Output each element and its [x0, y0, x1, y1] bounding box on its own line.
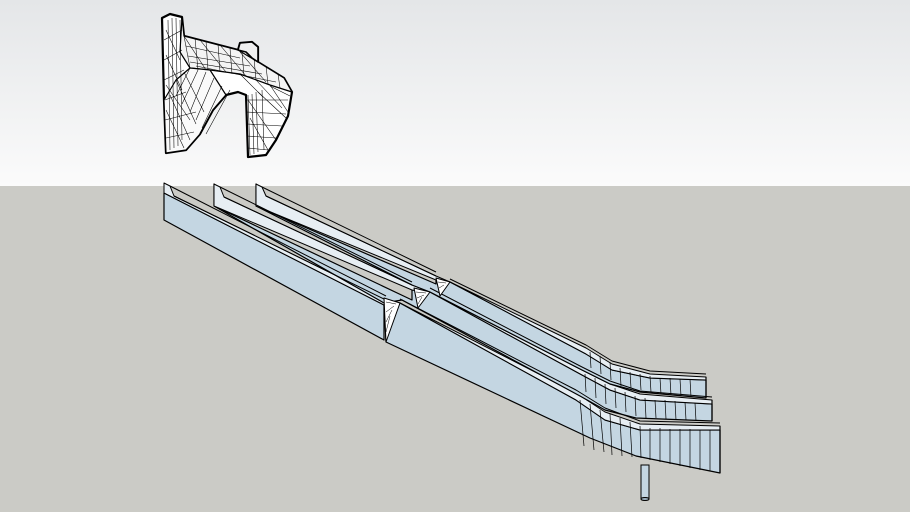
bracket-right-tab	[237, 41, 259, 63]
rail-edges	[169, 185, 721, 424]
support-post-body	[640, 464, 650, 500]
bracket-mesh	[163, 17, 291, 156]
sky	[0, 0, 910, 186]
rail-bend-segments	[579, 351, 711, 471]
bracket-model[interactable]	[160, 12, 294, 159]
rail-notch-mesh	[385, 281, 447, 333]
support-post[interactable]	[640, 464, 650, 501]
rail-notch-3	[435, 277, 451, 297]
rail-notch-1	[383, 297, 401, 343]
bracket-arch	[199, 91, 247, 135]
rail-model[interactable]	[163, 182, 721, 474]
bracket-top-face	[179, 16, 293, 93]
support-post-base	[640, 497, 650, 501]
